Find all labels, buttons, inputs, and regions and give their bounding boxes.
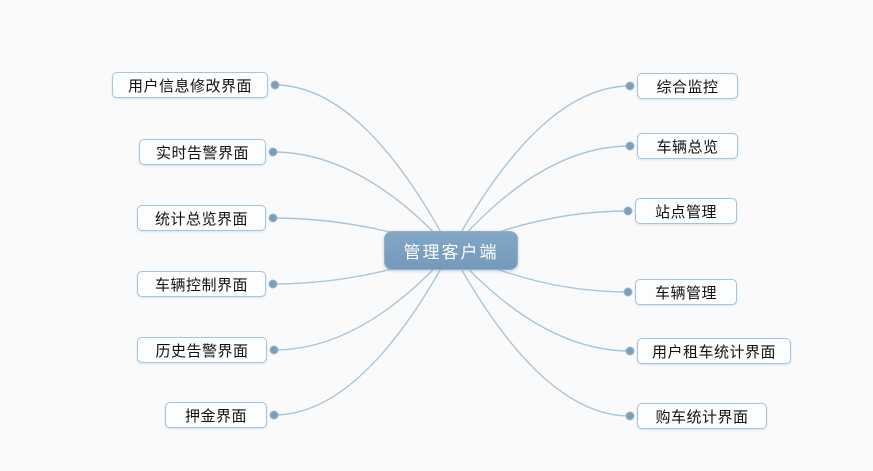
node-comprehensive-monitoring[interactable]: 综合监控 <box>637 73 738 99</box>
node-user-info-edit[interactable]: 用户信息修改界面 <box>112 72 268 98</box>
connector-dot <box>268 279 278 289</box>
connector-line <box>273 250 452 416</box>
connector-line <box>450 250 631 417</box>
connector-line <box>273 250 452 351</box>
node-history-alarm[interactable]: 历史告警界面 <box>137 337 267 363</box>
connector-dot <box>623 287 633 297</box>
connector-line <box>274 84 452 251</box>
connector-dot <box>268 147 278 157</box>
connector-line <box>272 151 452 251</box>
connector-line <box>450 85 631 251</box>
connector-dot <box>270 80 280 90</box>
center-node[interactable]: 管理客户端 <box>384 231 518 270</box>
node-deposit[interactable]: 押金界面 <box>165 402 267 428</box>
connector-dot <box>269 345 279 355</box>
node-purchase-stats[interactable]: 购车统计界面 <box>637 403 767 429</box>
connector-dot <box>625 141 635 151</box>
node-vehicle-overview[interactable]: 车辆总览 <box>637 133 738 159</box>
connector-dot <box>623 206 633 216</box>
connector-line <box>450 250 631 352</box>
connector-line <box>450 145 631 251</box>
connector-dot <box>269 410 279 420</box>
connector-dot <box>625 346 635 356</box>
connector-dot <box>268 213 278 223</box>
node-vehicle-management[interactable]: 车辆管理 <box>635 279 737 305</box>
node-user-rental-stats[interactable]: 用户租车统计界面 <box>637 338 791 364</box>
connector-dot <box>625 411 635 421</box>
connector-dot <box>625 81 635 91</box>
node-station-management[interactable]: 站点管理 <box>635 198 737 224</box>
node-realtime-alarm[interactable]: 实时告警界面 <box>139 139 266 165</box>
node-stats-overview[interactable]: 统计总览界面 <box>137 205 266 231</box>
node-vehicle-control[interactable]: 车辆控制界面 <box>137 271 266 297</box>
